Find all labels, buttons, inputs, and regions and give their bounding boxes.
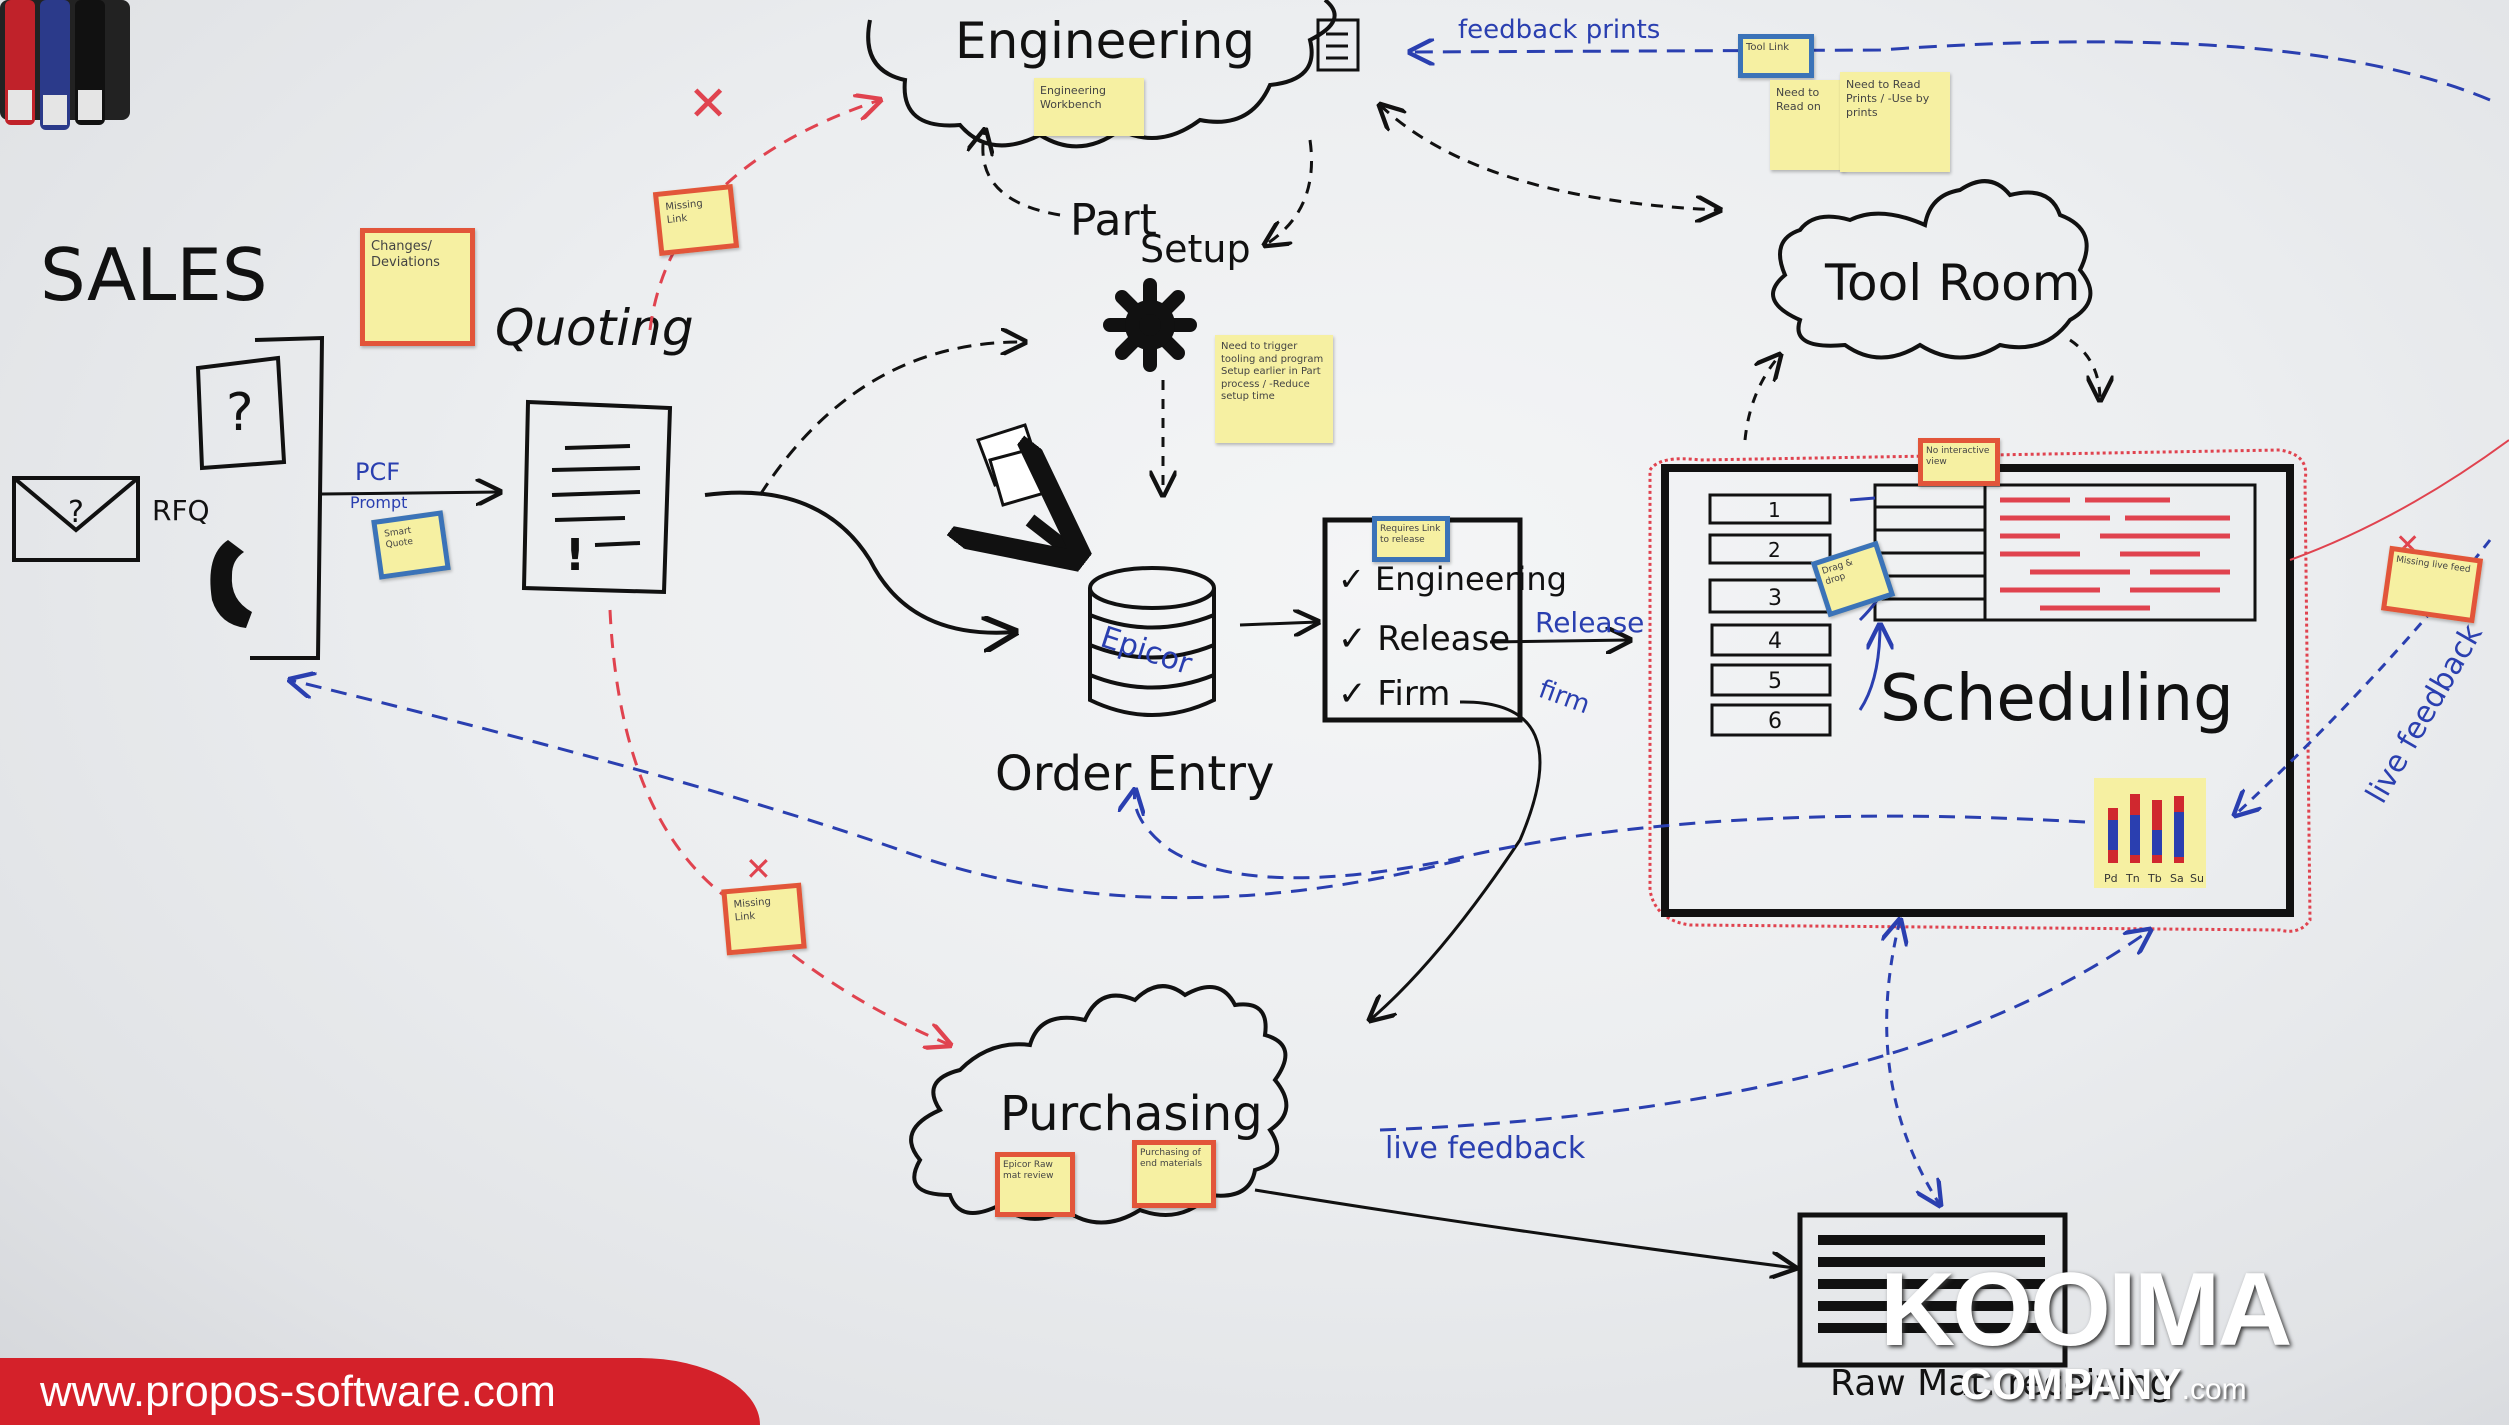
checklist-sticky: Requires Link to release	[1372, 516, 1450, 562]
schedule-gantt-bars	[2000, 497, 2230, 611]
database-icon	[1088, 566, 1216, 717]
rfq-label: RFQ	[152, 494, 210, 527]
toolroom-top-sticky: Tool Link	[1738, 34, 1814, 78]
quoting-label: Quoting	[495, 299, 694, 357]
schedule-queue	[1708, 493, 1832, 737]
schedule-row-5: 5	[1768, 669, 1782, 694]
partsetup-to-engineering-dashed	[983, 130, 1061, 217]
raw-material-lines	[1818, 1235, 2045, 1333]
toolroom-to-scheduling-dashed	[2069, 338, 2100, 400]
quote-exclamation: !	[565, 530, 585, 581]
bar-label-1: Pd	[2104, 872, 2118, 885]
quoting-small-sticky: Smart Quote	[371, 510, 451, 580]
scheduling-bar-chart: Pd Tn Tb Sa Su	[2094, 778, 2206, 888]
purchasing-to-raw-arrow	[1254, 1188, 1795, 1268]
scheduling-label: Scheduling	[1880, 662, 2234, 736]
bar-label-5: Su	[2190, 872, 2204, 885]
bar-label-4: Sa	[2170, 872, 2184, 885]
purchasing-label: Purchasing	[1000, 1086, 1263, 1142]
scheduling-top-sticky: No interactive view	[1918, 438, 2000, 486]
live-feedback-right-line	[2235, 539, 2492, 815]
toolroom-label: Tool Room	[1824, 254, 2080, 312]
question-document-icon	[195, 355, 287, 471]
firm-to-purchasing-arrow	[1370, 700, 1542, 1020]
quoting-to-partsetup-dashed	[758, 342, 1025, 496]
kooima-logo: KOOIMA COMPANY.com	[1880, 1252, 2293, 1409]
gear-icon	[1103, 278, 1197, 372]
prompt-label: Prompt	[350, 493, 407, 512]
missing-link-sticky-bottom: Missing Link	[721, 882, 807, 956]
quoting-to-purchasing-link	[608, 609, 950, 1045]
schedule-row-6: 6	[1768, 709, 1782, 734]
orderentry-to-sales-feedback	[290, 680, 1461, 900]
purchasing-sticky-b: Purchasing of end materials	[1132, 1140, 1216, 1208]
missing-link-sticky-top: Missing Link	[652, 183, 740, 257]
live-feedback-bottom-label: live feedback	[1385, 1131, 1586, 1166]
papers-icon	[976, 423, 1050, 507]
rfq-to-quoting-arrow	[321, 492, 500, 494]
part-setup-label-2: Setup	[1140, 227, 1251, 271]
engineering-sticky: Engineering Workbench	[1034, 78, 1144, 136]
x-mark-top: ✕	[688, 76, 728, 132]
marker-pens	[0, 0, 130, 130]
checklist-clipboard-icon	[1316, 18, 1360, 72]
bar-label-2: Tn	[2125, 872, 2140, 885]
firm-label: firm	[1535, 674, 1594, 720]
x-mark-bottom: ✕	[745, 850, 772, 888]
sales-label: SALES	[40, 233, 268, 317]
engineering-toolroom-dashed	[1380, 105, 1720, 210]
schedule-row-1: 1	[1768, 498, 1781, 522]
scheduling-raw-link	[1887, 920, 1940, 1205]
checklist-item-1: ✓ Engineering	[1338, 560, 1567, 598]
part-setup-label-1: Part	[1070, 195, 1157, 246]
scheduling-red-outline	[1648, 448, 2312, 933]
bar-label-3: Tb	[2147, 872, 2162, 885]
envelope-icon	[12, 476, 140, 562]
feedback-prints-label: feedback prints	[1458, 15, 1660, 45]
schedule-row-4: 4	[1768, 629, 1782, 654]
phone-icon	[210, 540, 252, 628]
toolroom-sticky-b: Need to Read Prints / -Use by prints	[1840, 72, 1950, 172]
toolroom-cloud	[1771, 179, 2093, 360]
quote-document-icon	[521, 399, 673, 595]
part-setup-sticky: Need to trigger tooling and program Setu…	[1215, 335, 1333, 443]
schedule-row-3: 3	[1768, 586, 1782, 611]
schedule-row-2: 2	[1768, 538, 1781, 562]
envelope-question: ?	[68, 495, 84, 530]
order-to-release-arrow	[1239, 622, 1318, 625]
live-feedback-right-label: live feedback	[2359, 618, 2490, 809]
engineering-label: Engineering	[955, 12, 1255, 70]
purchasing-cloud	[909, 984, 1289, 1225]
url-banner[interactable]: www.propos-software.com	[0, 1358, 760, 1425]
release-label: Release	[1535, 606, 1644, 639]
changes-sticky: Changes/ Deviations	[360, 228, 475, 346]
toolroom-sticky-a: Need to Read on	[1770, 80, 1845, 170]
document-question: ?	[226, 383, 254, 443]
scheduling-to-toolroom-dashed	[1743, 355, 1780, 441]
raw-material-label: Raw Mat. receiving	[1830, 1363, 2172, 1404]
right-missing-sticky: Missing live feed	[2380, 545, 2484, 624]
scheduling-to-orderentry-feedback	[1134, 790, 2086, 880]
purchasing-sticky-a: Epicor Raw mat review	[995, 1152, 1075, 1217]
engineering-to-partsetup-dashed	[1265, 139, 1314, 245]
feedback-prints-line	[1410, 42, 2491, 102]
checklist-item-3: ✓ Firm	[1338, 674, 1450, 714]
sales-bracket	[250, 335, 325, 660]
raw-material-box	[1797, 1212, 2068, 1368]
papers-to-db-arrow	[1030, 520, 1075, 555]
checklist-item-2: ✓ Release	[1338, 619, 1510, 659]
quoting-to-order-arrow	[704, 490, 1015, 633]
scheduling-to-toolroom-link	[2289, 439, 2509, 561]
live-feedback-bottom-line	[1379, 930, 2150, 1132]
release-to-scheduling-arrow	[1489, 640, 1630, 642]
pcf-label: PCF	[355, 458, 400, 486]
